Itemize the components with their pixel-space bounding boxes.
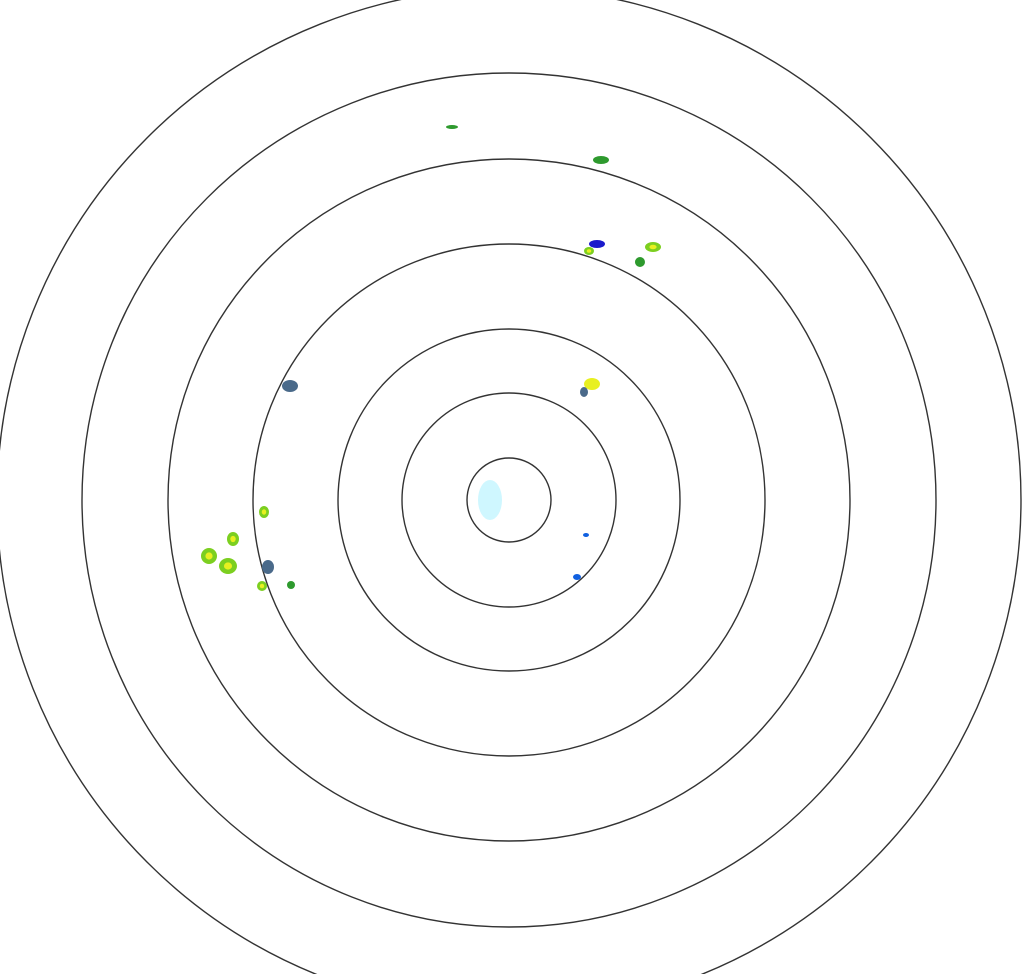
- echo-cell: [635, 257, 645, 267]
- echo-cell: [593, 156, 609, 164]
- echo-cell: [583, 533, 589, 537]
- range-ring-6: [81, 72, 937, 928]
- echo-core: [223, 562, 233, 570]
- echo-cell: [262, 560, 274, 574]
- echo-cell: [287, 581, 295, 589]
- range-ring-2: [401, 392, 617, 608]
- echo-core: [261, 509, 267, 515]
- echo-cell: [446, 125, 458, 129]
- echo-cell: [282, 380, 298, 392]
- range-ring-1: [466, 457, 552, 543]
- echo-core: [259, 583, 265, 589]
- echo-cell: [580, 387, 588, 397]
- echo-core: [230, 535, 236, 543]
- echo-cell: [589, 240, 605, 248]
- echo-cell: [573, 574, 581, 580]
- range-ring-5: [167, 158, 851, 842]
- echo-core: [588, 381, 596, 387]
- range-ring-4: [252, 243, 766, 757]
- echo-core: [205, 552, 213, 560]
- range-ring-3: [337, 328, 681, 672]
- echo-core: [649, 244, 657, 250]
- echo-cell: [478, 480, 502, 520]
- echo-core: [586, 249, 592, 253]
- precipitation-echoes: [201, 125, 661, 591]
